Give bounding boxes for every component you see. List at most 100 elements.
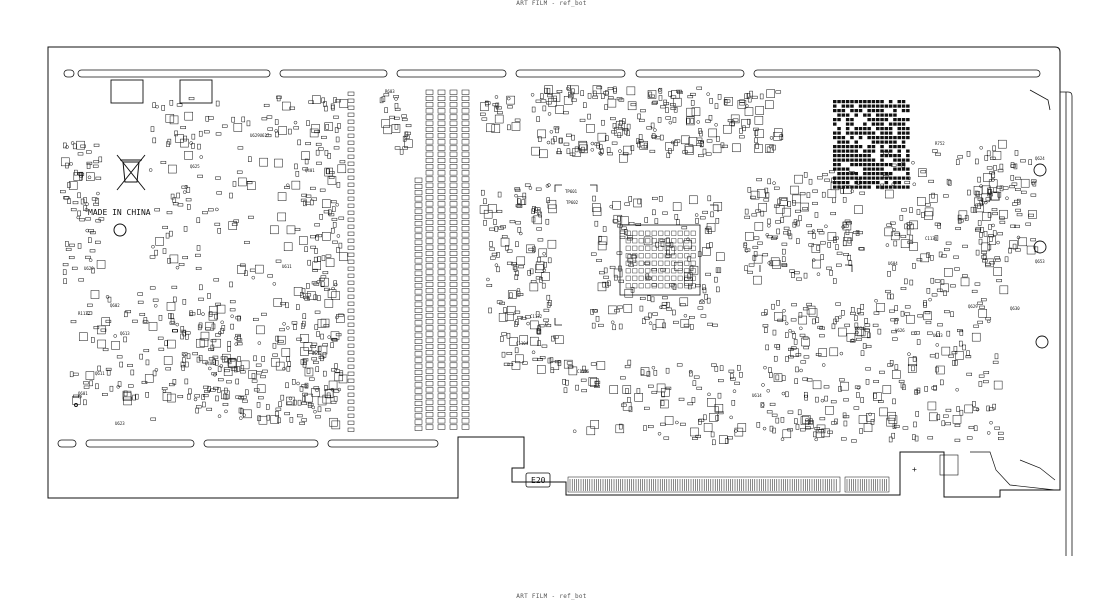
- smd-part: [708, 115, 713, 121]
- smd-part: [831, 323, 836, 330]
- pin-pad: [437, 325, 446, 331]
- pin-pad: [414, 363, 423, 369]
- smd-part: [180, 329, 187, 333]
- smd-part: [234, 366, 238, 373]
- smd-part: [524, 183, 531, 187]
- via: [239, 416, 243, 420]
- smd-part: [787, 410, 794, 414]
- smd-part: [650, 122, 655, 129]
- smd-part: [324, 287, 330, 291]
- ic-footprint: [812, 259, 821, 269]
- ic-footprint: [270, 225, 279, 235]
- smd-part: [174, 130, 178, 137]
- ic-footprint: [515, 354, 524, 364]
- smd-part: [1020, 190, 1027, 194]
- dense-pad: [901, 127, 906, 131]
- bga-pad: [651, 283, 657, 289]
- smd-part: [492, 103, 499, 107]
- smd-part: [772, 329, 777, 336]
- ic-footprint: [506, 305, 516, 315]
- ic-footprint: [684, 144, 694, 154]
- via: [767, 224, 771, 228]
- smd-part: [977, 320, 983, 324]
- smd-part: [489, 247, 495, 251]
- smd-part: [992, 230, 997, 236]
- smd-part: [1010, 164, 1017, 168]
- refdes-label: Q630: [1010, 306, 1020, 311]
- bga-pad: [677, 245, 683, 251]
- ic-footprint: [216, 304, 226, 314]
- pad: [347, 322, 355, 327]
- smd-part: [776, 300, 780, 306]
- dense-pad: [897, 185, 901, 189]
- pin-pad: [437, 257, 446, 263]
- pin-pad: [437, 399, 446, 405]
- smd-part: [532, 246, 536, 253]
- smd-part: [767, 178, 771, 185]
- smd-part: [600, 148, 604, 154]
- ic-footprint: [324, 389, 334, 399]
- smd-part: [850, 307, 855, 313]
- bga-pad: [664, 245, 670, 251]
- pin-pad: [414, 425, 423, 431]
- smd-part: [168, 313, 172, 319]
- via: [986, 431, 991, 435]
- smd-part: [229, 358, 236, 362]
- ic-footprint: [614, 127, 623, 136]
- smd-part: [132, 319, 138, 323]
- via: [84, 208, 89, 212]
- via: [694, 213, 699, 217]
- smd-part: [658, 95, 663, 101]
- dense-pad: [845, 154, 850, 158]
- smd-part: [858, 312, 864, 316]
- smd-part: [321, 255, 326, 261]
- smd-part: [285, 302, 289, 309]
- bga-pad: [677, 260, 683, 266]
- ic-footprint: [299, 236, 308, 245]
- bga-pad: [664, 268, 670, 274]
- ic-footprint: [548, 204, 557, 214]
- pad: [347, 378, 355, 383]
- smd-part: [212, 359, 217, 365]
- smd-part: [203, 385, 209, 389]
- smd-part: [674, 214, 679, 220]
- pad: [347, 350, 355, 355]
- pad: [347, 147, 355, 152]
- smd-part: [612, 219, 619, 223]
- ic-footprint: [917, 197, 926, 206]
- pin-pad: [449, 257, 458, 263]
- pad: [347, 336, 355, 341]
- smd-part: [879, 370, 885, 374]
- smd-part: [793, 339, 798, 345]
- ic-footprint: [85, 371, 95, 380]
- pin-pad: [461, 120, 470, 126]
- via: [215, 207, 219, 212]
- pin-pad: [449, 393, 458, 399]
- ic-footprint: [547, 199, 557, 209]
- smd-part: [309, 377, 315, 381]
- dense-pad: [858, 136, 863, 140]
- smd-part: [494, 226, 499, 232]
- smd-part: [637, 113, 641, 120]
- smd-part: [1028, 159, 1032, 165]
- smd-part: [253, 388, 260, 392]
- pin-pad: [449, 312, 458, 318]
- dense-pad: [880, 185, 884, 189]
- pad: [347, 231, 355, 236]
- pin-pad: [425, 157, 434, 163]
- smd-part: [904, 180, 911, 184]
- smd-part: [483, 220, 487, 226]
- smd-part: [509, 292, 513, 299]
- dense-pad: [893, 158, 897, 162]
- smd-part: [802, 336, 809, 340]
- ic-footprint: [391, 124, 401, 133]
- smd-part: [515, 241, 519, 247]
- via: [65, 145, 69, 149]
- smd-part: [214, 222, 221, 226]
- smd-part: [221, 124, 228, 128]
- dense-pad: [863, 113, 867, 117]
- smd-part: [124, 311, 128, 318]
- smd-part: [783, 226, 790, 230]
- smd-part: [830, 400, 837, 404]
- via: [732, 389, 737, 393]
